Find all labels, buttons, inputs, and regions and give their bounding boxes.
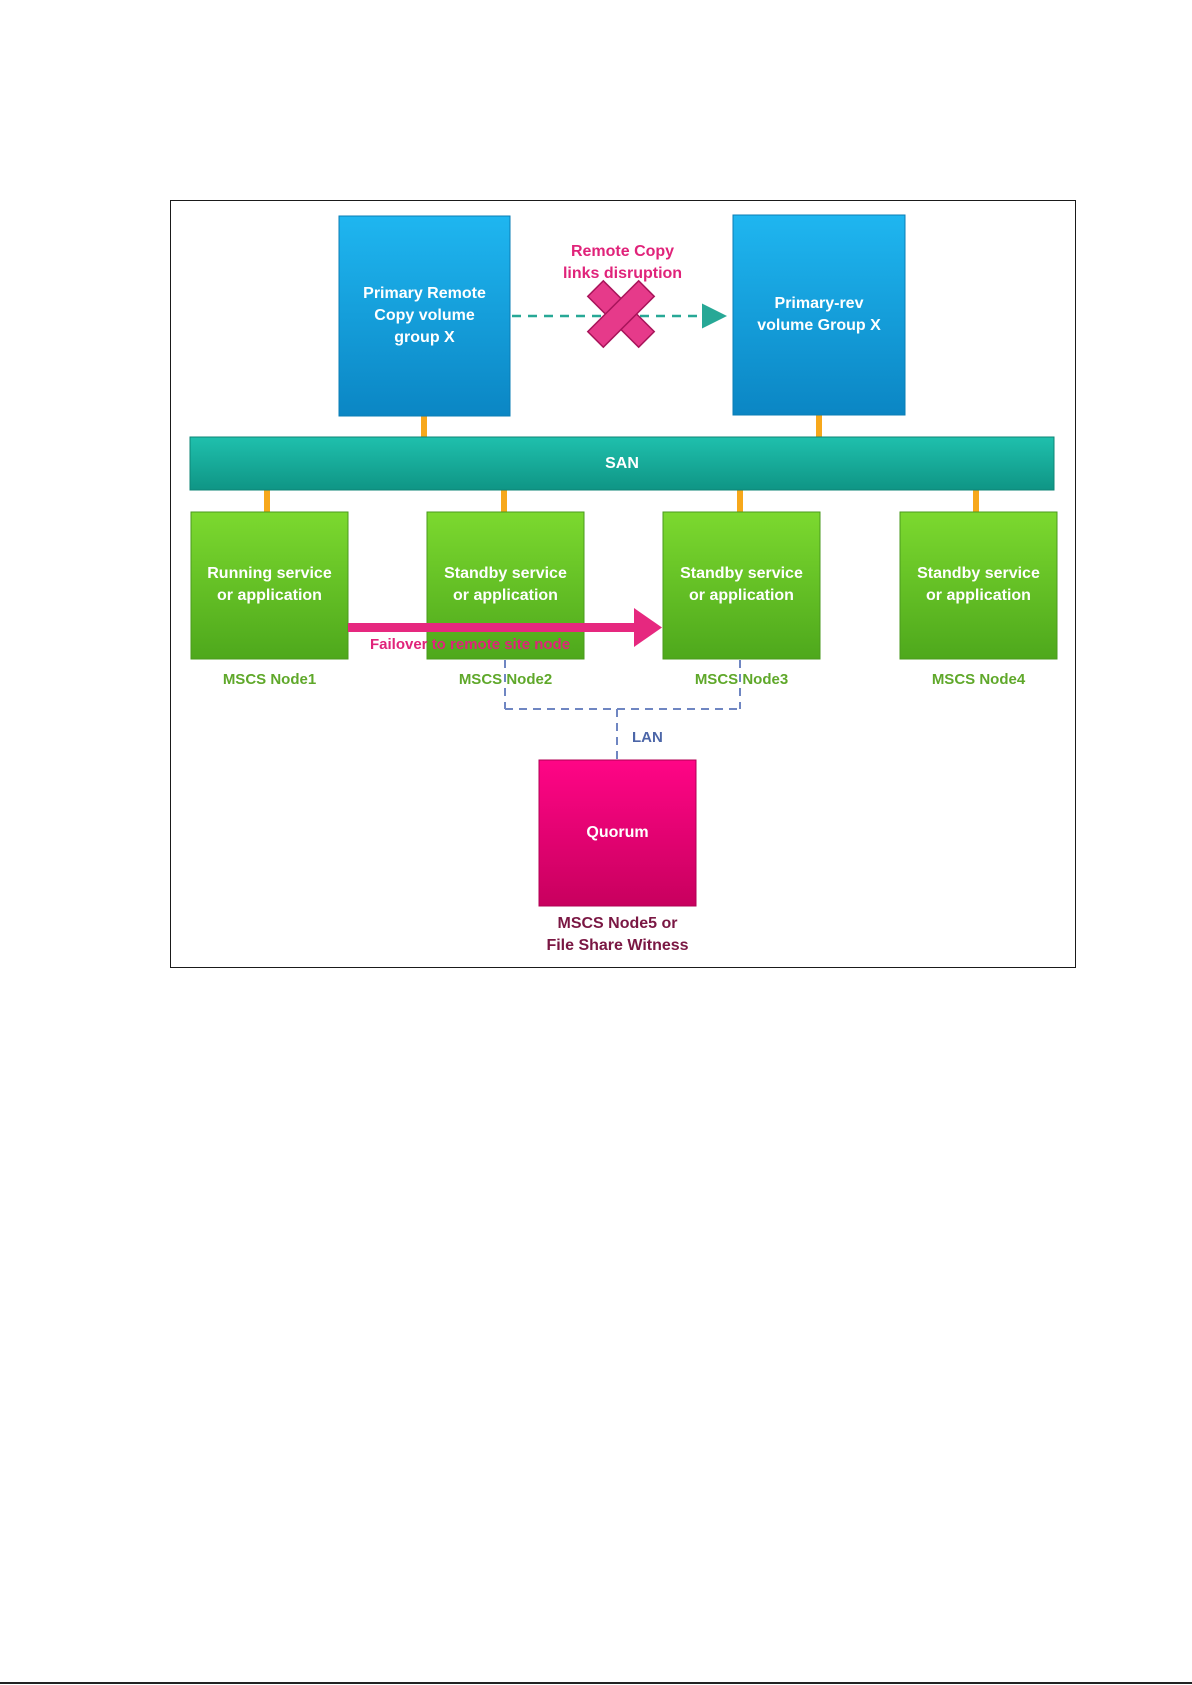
failover-arrow [348, 608, 662, 647]
diagram-frame [170, 200, 1076, 968]
connector-secondary [816, 414, 822, 438]
node2-caption: MSCS Node2 [458, 671, 553, 688]
secondary-volume-box [732, 214, 906, 416]
san-connectors [264, 414, 979, 514]
node2-label: Standby service or application [444, 565, 567, 604]
node4-label: Standby service or application [917, 565, 1040, 604]
san-bar [189, 436, 1055, 491]
node1-box [190, 511, 349, 660]
page-bottom-rule [0, 1682, 1192, 1684]
node3-label: Standby service or application [680, 565, 803, 604]
quorum-caption: MSCS Node5 or File Share Witness [546, 915, 689, 954]
primary-volume-box [338, 215, 511, 417]
node3-caption: MSCS Node3 [694, 671, 789, 688]
node4-box [899, 511, 1058, 660]
failover-label: Failover to remote site node [370, 636, 571, 653]
node4-caption: MSCS Node4 [931, 671, 1026, 688]
node1-caption: MSCS Node1 [222, 671, 317, 688]
quorum-box [538, 759, 697, 907]
san-label: SAN [605, 454, 639, 472]
quorum-label: Quorum [586, 824, 649, 841]
lan-label: LAN [632, 729, 663, 746]
lan-lines [504, 660, 741, 760]
secondary-volume-label: Primary-rev volume Group X [757, 295, 881, 334]
connector-node2 [501, 490, 507, 514]
node2-box [426, 511, 585, 660]
primary-volume-label: Primary Remote Copy volume group X [363, 285, 486, 346]
connector-node1 [264, 490, 270, 514]
remote-copy-label: Remote Copy links disruption [562, 243, 683, 282]
disruption-x-icon [586, 279, 656, 349]
connector-primary [421, 414, 427, 438]
node3-box [662, 511, 821, 660]
connector-node4 [973, 490, 979, 514]
node1-label: Running service or application [207, 565, 332, 604]
connector-node3 [737, 490, 743, 514]
